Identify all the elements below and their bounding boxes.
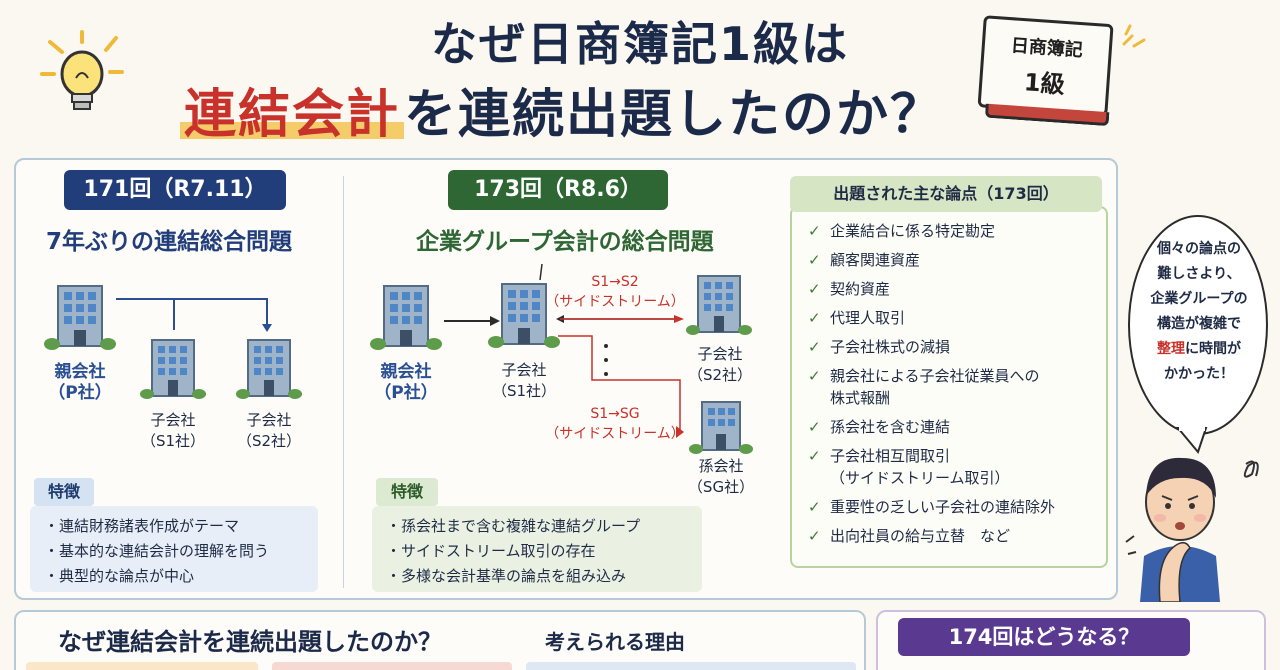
topic-item: ✓ 出向社員の給与立替 など [808, 525, 1010, 547]
building-icon [686, 272, 752, 342]
check-icon: ✓ [808, 418, 821, 436]
thinking-person-icon [1125, 457, 1259, 602]
topic-item: ✓ 企業結合に係る特定勘定 [808, 220, 995, 242]
parent-company-label: 親会社（P社） [48, 362, 112, 403]
topic-text: 子会社相互間取引 [830, 447, 951, 465]
feature-list: ・孫会社まで含む複雑な連結グループ ・サイドストリーム取引の存在 ・多様な会計基… [372, 506, 702, 592]
parent-company-label: 親会社（P社） [374, 362, 438, 403]
subsidiary-s1-label: 子会社（S1社） [140, 411, 206, 450]
exam-171-heading: 7年ぶりの連結総合問題 [46, 229, 293, 255]
lightbulb-icon [40, 30, 124, 110]
exam-171-structure-lines [116, 298, 272, 332]
reason-card-2 [272, 662, 512, 670]
check-icon: ✓ [808, 367, 821, 385]
reason-card-1 [26, 662, 258, 670]
sparkle-icon [1122, 24, 1146, 48]
building-icon [236, 336, 302, 406]
speech-bubble-text: 個々の論点の 難しさより、 企業グループの 構造が複雑で 整理に時間が かかった… [1150, 241, 1248, 382]
feature-tag: 特徴 [376, 478, 438, 506]
topic-item: ✓ 重要性の乏しい子会社の連結除外 [808, 496, 1055, 518]
subsidiary-s1-label: 子会社（S1社） [491, 361, 557, 400]
feature-list: ・連結財務諸表作成がテーマ ・基本的な連結会計の理解を問う ・典型的な論点が中心 [30, 506, 318, 592]
subsidiary-s2-label: 子会社（S2社） [687, 345, 753, 384]
topic-item: ✓ 孫会社を含む連結 [808, 416, 950, 438]
building-icon [488, 280, 560, 356]
check-icon: ✓ [808, 309, 821, 327]
topic-text: 孫会社を含む連結 [830, 418, 951, 436]
exam-173-pill: 173回（R8.6） [448, 170, 668, 210]
reasons-heading: なぜ連結会計を連続出題したのか？ [58, 628, 442, 656]
topic-text: 出向社員の給与立替 など [830, 527, 1011, 545]
page-title: なぜ日商簿記1級は [430, 17, 849, 71]
sidestream-s1-s2-label: S1→S2（サイドストリーム） [545, 274, 685, 310]
feature-tag: 特徴 [34, 478, 94, 506]
sidestream-s1-sg-label: S1→SG（サイドストリーム） [545, 406, 685, 442]
topic-text: 企業結合に係る特定勘定 [830, 222, 996, 240]
topic-text: 代理人取引 [830, 309, 906, 327]
building-icon [688, 398, 754, 460]
check-icon: ✓ [808, 222, 821, 240]
check-icon: ✓ [808, 280, 821, 298]
topic-text-continued: （サイドストリーム取引） [830, 469, 1010, 487]
speech-highlight: 整理 [1157, 341, 1185, 357]
next-exam-pill: 174回はどうなる？ [898, 618, 1190, 656]
building-icon [140, 336, 206, 406]
feature-item: ・サイドストリーム取引の存在 [386, 542, 596, 560]
topic-item: ✓ 代理人取引 [808, 307, 905, 329]
topics-box [790, 206, 1108, 568]
check-icon: ✓ [808, 498, 821, 516]
feature-item: ・典型的な論点が中心 [44, 567, 195, 585]
column-divider [343, 176, 344, 588]
feature-item: ・基本的な連結会計の理解を問う [44, 542, 270, 560]
feature-item: ・孫会社まで含む複雑な連結グループ [386, 517, 641, 535]
exam-173-structure-arrows [444, 263, 684, 438]
exam-book-icon: 日商簿記 1級 [976, 15, 1123, 133]
topic-text: 親会社による子会社従業員への [830, 367, 1040, 385]
grandchild-sg-label: 孫会社（SG社） [687, 457, 755, 496]
topic-item: ✓ 子会社相互間取引 （サイドストリーム取引） [808, 445, 1010, 489]
feature-item: ・多様な会計基準の論点を組み込み [386, 567, 627, 585]
speech-bubble [1128, 215, 1268, 435]
topic-text: 契約資産 [830, 280, 891, 298]
topic-text: 子会社株式の減損 [830, 338, 951, 356]
exam-171-pill: 171回（R7.11） [64, 170, 286, 210]
topic-text-continued: 株式報酬 [830, 389, 891, 407]
page-title-line2: 連結会計を連続出題したのか？ [180, 72, 944, 147]
subsidiary-s2-label: 子会社（S2社） [236, 411, 302, 450]
topic-text: 重要性の乏しい子会社の連結除外 [830, 498, 1056, 516]
topics-heading: 出題された主な論点（173回） [790, 176, 1102, 212]
exam-173-heading: 企業グループ会計の総合問題 [416, 229, 714, 255]
building-icon [370, 282, 442, 358]
title-highlight: 連結会計 [180, 85, 405, 145]
check-icon: ✓ [808, 447, 821, 465]
feature-item: ・連結財務諸表作成がテーマ [44, 517, 240, 535]
check-icon: ✓ [808, 251, 821, 269]
reasons-subheading: 考えられる理由 [545, 630, 685, 654]
title-rest: を連続出題したのか？ [404, 85, 945, 145]
topic-item: ✓ 契約資産 [808, 278, 890, 300]
topic-item: ✓ 子会社株式の減損 [808, 336, 950, 358]
topic-text: 顧客関連資産 [830, 251, 921, 269]
topic-item: ✓ 顧客関連資産 [808, 249, 920, 271]
reasons-panel [14, 610, 866, 670]
check-icon: ✓ [808, 338, 821, 356]
speech-bubble-tail [1176, 427, 1208, 455]
topic-item: ✓ 親会社による子会社従業員への株式報酬 [808, 365, 1040, 409]
building-icon [44, 282, 116, 358]
check-icon: ✓ [808, 527, 821, 545]
reason-card-3 [526, 662, 856, 670]
